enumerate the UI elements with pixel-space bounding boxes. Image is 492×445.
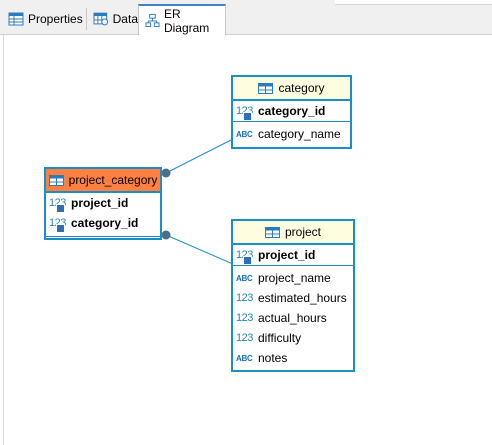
tab-data-label: Data — [112, 12, 138, 26]
tab-properties[interactable]: Properties — [2, 4, 86, 34]
string-type-icon: ABC — [236, 353, 253, 363]
key-icon — [56, 204, 65, 213]
numeric-type-icon: 123 — [236, 312, 253, 324]
canvas-left-border — [3, 35, 4, 445]
column-row[interactable]: ABC notes — [233, 348, 353, 368]
column-name: category_id — [258, 104, 326, 118]
column-name: category_name — [258, 127, 341, 141]
tab-data[interactable]: Data — [87, 4, 138, 34]
er-diagram-icon — [145, 13, 160, 28]
primary-key-section: 123 project_id — [233, 245, 353, 266]
column-name: actual_hours — [258, 311, 327, 325]
column-row[interactable]: 123 estimated_hours — [233, 288, 353, 308]
tab-properties-label: Properties — [28, 12, 83, 26]
properties-icon — [8, 12, 24, 26]
table-icon — [258, 82, 274, 94]
column-name: category_id — [71, 216, 139, 230]
entity-project-header[interactable]: project — [233, 221, 353, 245]
connector-endpoint-dot — [161, 230, 171, 240]
column-name: notes — [258, 351, 288, 365]
key-icon — [243, 112, 252, 121]
entity-name: category — [278, 81, 325, 95]
columns-section: ABC project_name 123 estimated_hours 123… — [233, 268, 353, 368]
column-row[interactable]: ABC category_name — [233, 124, 350, 144]
string-type-icon: ABC — [236, 273, 253, 283]
column-row[interactable]: 123 project_id — [46, 193, 160, 213]
tab-separator — [86, 8, 87, 30]
primary-key-section: 123 project_id 123 category_id — [46, 193, 160, 237]
connector-project[interactable] — [165, 234, 234, 265]
tab-bar-divider — [0, 34, 492, 35]
numeric-type-icon: 123 — [236, 249, 254, 265]
numeric-type-icon: 123 — [236, 332, 253, 344]
column-row[interactable]: 123 category_id — [233, 101, 350, 121]
entity-project-category[interactable]: project_category 123 project_id 123 cate… — [44, 167, 162, 240]
column-row[interactable]: 123 project_id — [233, 245, 353, 265]
connector-endpoint-dot — [161, 168, 171, 178]
column-name: project_id — [258, 248, 316, 262]
entity-name: project_category — [68, 173, 158, 187]
column-name: estimated_hours — [258, 291, 347, 305]
string-type-icon: ABC — [236, 129, 253, 139]
tab-bar-spacer — [335, 0, 492, 5]
entity-category[interactable]: category 123 category_id ABC category_na… — [231, 75, 352, 149]
column-row[interactable]: 123 category_id — [46, 213, 160, 233]
column-row[interactable]: ABC project_name — [233, 268, 353, 288]
tab-er-diagram[interactable]: ER Diagram — [138, 4, 226, 35]
numeric-type-icon: 123 — [49, 197, 67, 213]
table-icon — [48, 174, 64, 186]
column-name: project_name — [258, 271, 331, 285]
data-grid-icon — [93, 12, 109, 26]
table-icon — [264, 226, 280, 238]
entity-category-header[interactable]: category — [233, 77, 350, 101]
entity-project[interactable]: project 123 project_id ABC project_name … — [231, 219, 355, 372]
numeric-type-icon: 123 — [49, 217, 67, 233]
connector-category[interactable] — [165, 138, 234, 174]
column-row[interactable]: 123 actual_hours — [233, 308, 353, 328]
primary-key-section: 123 category_id — [233, 101, 350, 122]
numeric-type-icon: 123 — [236, 105, 254, 121]
numeric-type-icon: 123 — [236, 292, 253, 304]
column-name: difficulty — [258, 331, 302, 345]
tab-er-diagram-label: ER Diagram — [163, 6, 210, 35]
entity-name: project — [284, 225, 322, 239]
column-name: project_id — [71, 196, 129, 210]
entity-project-category-header[interactable]: project_category — [46, 169, 160, 193]
key-icon — [56, 224, 65, 233]
key-icon — [243, 256, 252, 265]
column-row[interactable]: 123 difficulty — [233, 328, 353, 348]
tab-bar — [0, 0, 492, 34]
